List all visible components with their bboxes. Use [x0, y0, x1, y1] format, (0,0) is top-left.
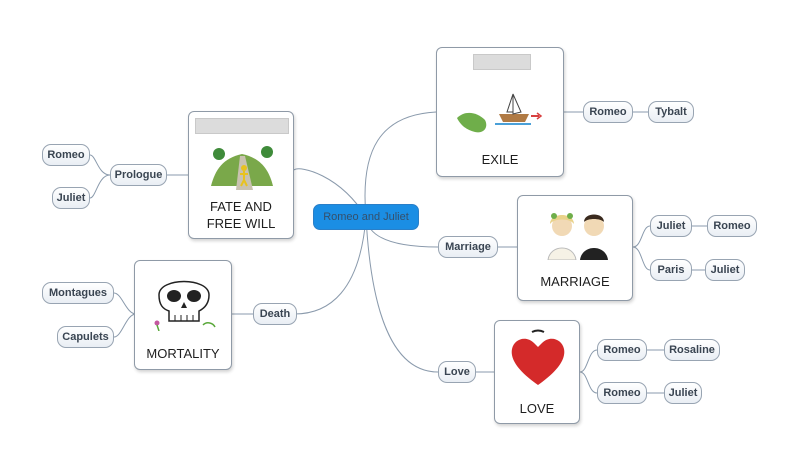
card-exile[interactable]: EXILE [436, 47, 564, 177]
card-title: FATE AND FREE WILL [206, 199, 276, 231]
subtopic-juliet[interactable]: Juliet [52, 187, 90, 209]
subtopic-romeo[interactable]: Romeo [707, 215, 757, 237]
subtopic-romeo[interactable]: Romeo [597, 382, 647, 404]
card-title: MARRIAGE [540, 274, 610, 289]
subtopic-montagues[interactable]: Montagues [42, 282, 114, 304]
bride-groom-icon [547, 213, 608, 260]
card-title: LOVE [519, 401, 555, 416]
topic-death[interactable]: Death [253, 303, 297, 325]
boat-icon [457, 93, 543, 133]
topic-marriage[interactable]: Marriage [438, 236, 498, 258]
card-tab [195, 118, 289, 134]
central-topic-label: Romeo and Juliet [323, 211, 409, 223]
topic-love[interactable]: Love [438, 361, 476, 383]
card-title: EXILE [481, 152, 519, 167]
card-love[interactable]: LOVE [494, 320, 580, 424]
subtopic-romeo[interactable]: Romeo [42, 144, 90, 166]
heart-icon [511, 329, 565, 385]
card-marriage[interactable]: MARRIAGE [517, 195, 633, 301]
subtopic-juliet[interactable]: Juliet [650, 215, 692, 237]
skull-icon [154, 280, 216, 331]
path-figure-icon [211, 146, 273, 190]
central-topic[interactable]: Romeo and Juliet [313, 204, 419, 230]
subtopic-tybalt[interactable]: Tybalt [648, 101, 694, 123]
card-title: MORTALITY [146, 346, 220, 361]
subtopic-juliet[interactable]: Juliet [664, 382, 702, 404]
card-fate-free-will[interactable]: FATE AND FREE WILL [188, 111, 294, 239]
card-mortality[interactable]: MORTALITY [134, 260, 232, 370]
card-tab [473, 54, 531, 70]
subtopic-capulets[interactable]: Capulets [57, 326, 114, 348]
subtopic-paris[interactable]: Paris [650, 259, 692, 281]
subtopic-juliet[interactable]: Juliet [705, 259, 745, 281]
subtopic-rosaline[interactable]: Rosaline [664, 339, 720, 361]
topic-prologue[interactable]: Prologue [110, 164, 167, 186]
subtopic-romeo[interactable]: Romeo [597, 339, 647, 361]
subtopic-romeo[interactable]: Romeo [583, 101, 633, 123]
